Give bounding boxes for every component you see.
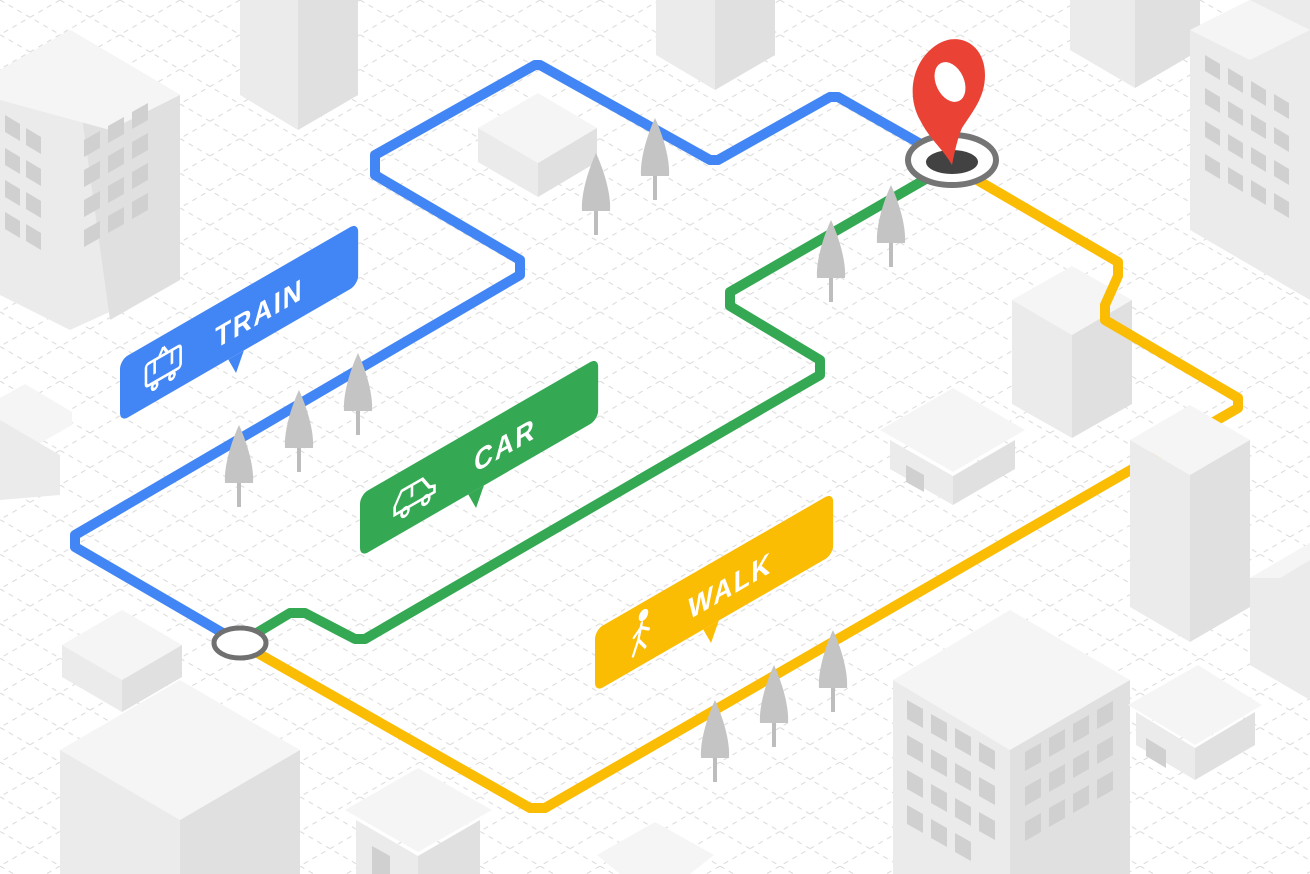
label-walk[interactable]: WALK xyxy=(595,493,834,711)
origin-node[interactable] xyxy=(211,625,269,661)
destination-marker[interactable] xyxy=(905,39,999,188)
building-house-left xyxy=(0,384,72,500)
building-cube xyxy=(478,93,597,197)
tree xyxy=(581,153,611,235)
route-train[interactable] xyxy=(70,60,945,648)
building-block-bottom-left xyxy=(60,680,300,874)
tree xyxy=(224,425,254,507)
tree xyxy=(700,700,730,782)
building-block-right xyxy=(1012,266,1132,438)
building-tower xyxy=(240,0,358,130)
building-office xyxy=(0,30,180,330)
building-cube-left xyxy=(62,610,182,712)
building-house-right xyxy=(880,388,1025,505)
car-icon xyxy=(393,477,436,519)
map-pin-icon xyxy=(912,39,985,165)
tree xyxy=(343,353,373,435)
walk-icon xyxy=(631,608,650,658)
building-house-bottom xyxy=(345,768,492,874)
building-block-top xyxy=(656,0,775,90)
building-office-bottom xyxy=(893,610,1130,874)
tree xyxy=(818,630,848,712)
tree xyxy=(640,118,670,200)
tree xyxy=(284,390,314,472)
tree xyxy=(759,665,789,747)
building-house-far-right xyxy=(1128,665,1262,780)
building-top-right xyxy=(1070,0,1310,300)
buildings-front xyxy=(60,405,1310,874)
route-car[interactable] xyxy=(235,160,955,648)
buildings-back xyxy=(0,0,1310,505)
tree xyxy=(816,220,846,302)
building-edge-right xyxy=(1250,543,1310,700)
trees xyxy=(224,118,906,782)
building-tower-right xyxy=(1130,405,1250,642)
building-roof-bottom xyxy=(597,822,714,874)
route-walk[interactable] xyxy=(235,165,1243,813)
tree xyxy=(876,185,906,267)
train-icon xyxy=(144,344,182,392)
